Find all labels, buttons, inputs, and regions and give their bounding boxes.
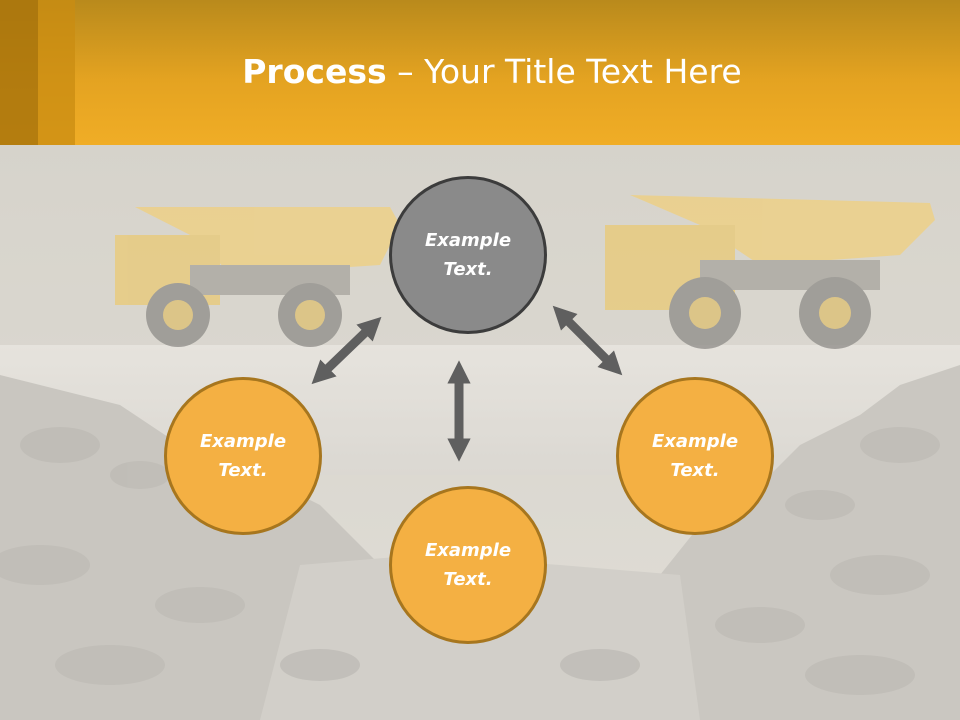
header-accent-strip [38, 0, 75, 145]
node-left: Example Text. [164, 377, 322, 535]
node-left-text: Example Text. [199, 431, 287, 481]
header-bar [0, 0, 960, 145]
node-bottom: Example Text. [389, 486, 547, 644]
title-rest: – Your Title Text Here [386, 52, 742, 91]
header-accent-strip [0, 0, 38, 145]
arrow-top-left [311, 316, 382, 385]
slide-title: Process – Your Title Text Here [0, 52, 960, 91]
node-right: Example Text. [616, 377, 774, 535]
node-right-text: Example Text. [651, 431, 739, 481]
node-top-text: Example Text. [424, 230, 512, 280]
node-bottom-text: Example Text. [424, 540, 512, 590]
arrow-top-right [552, 305, 623, 376]
title-bold: Process [242, 52, 387, 91]
node-top: Example Text. [389, 176, 547, 334]
